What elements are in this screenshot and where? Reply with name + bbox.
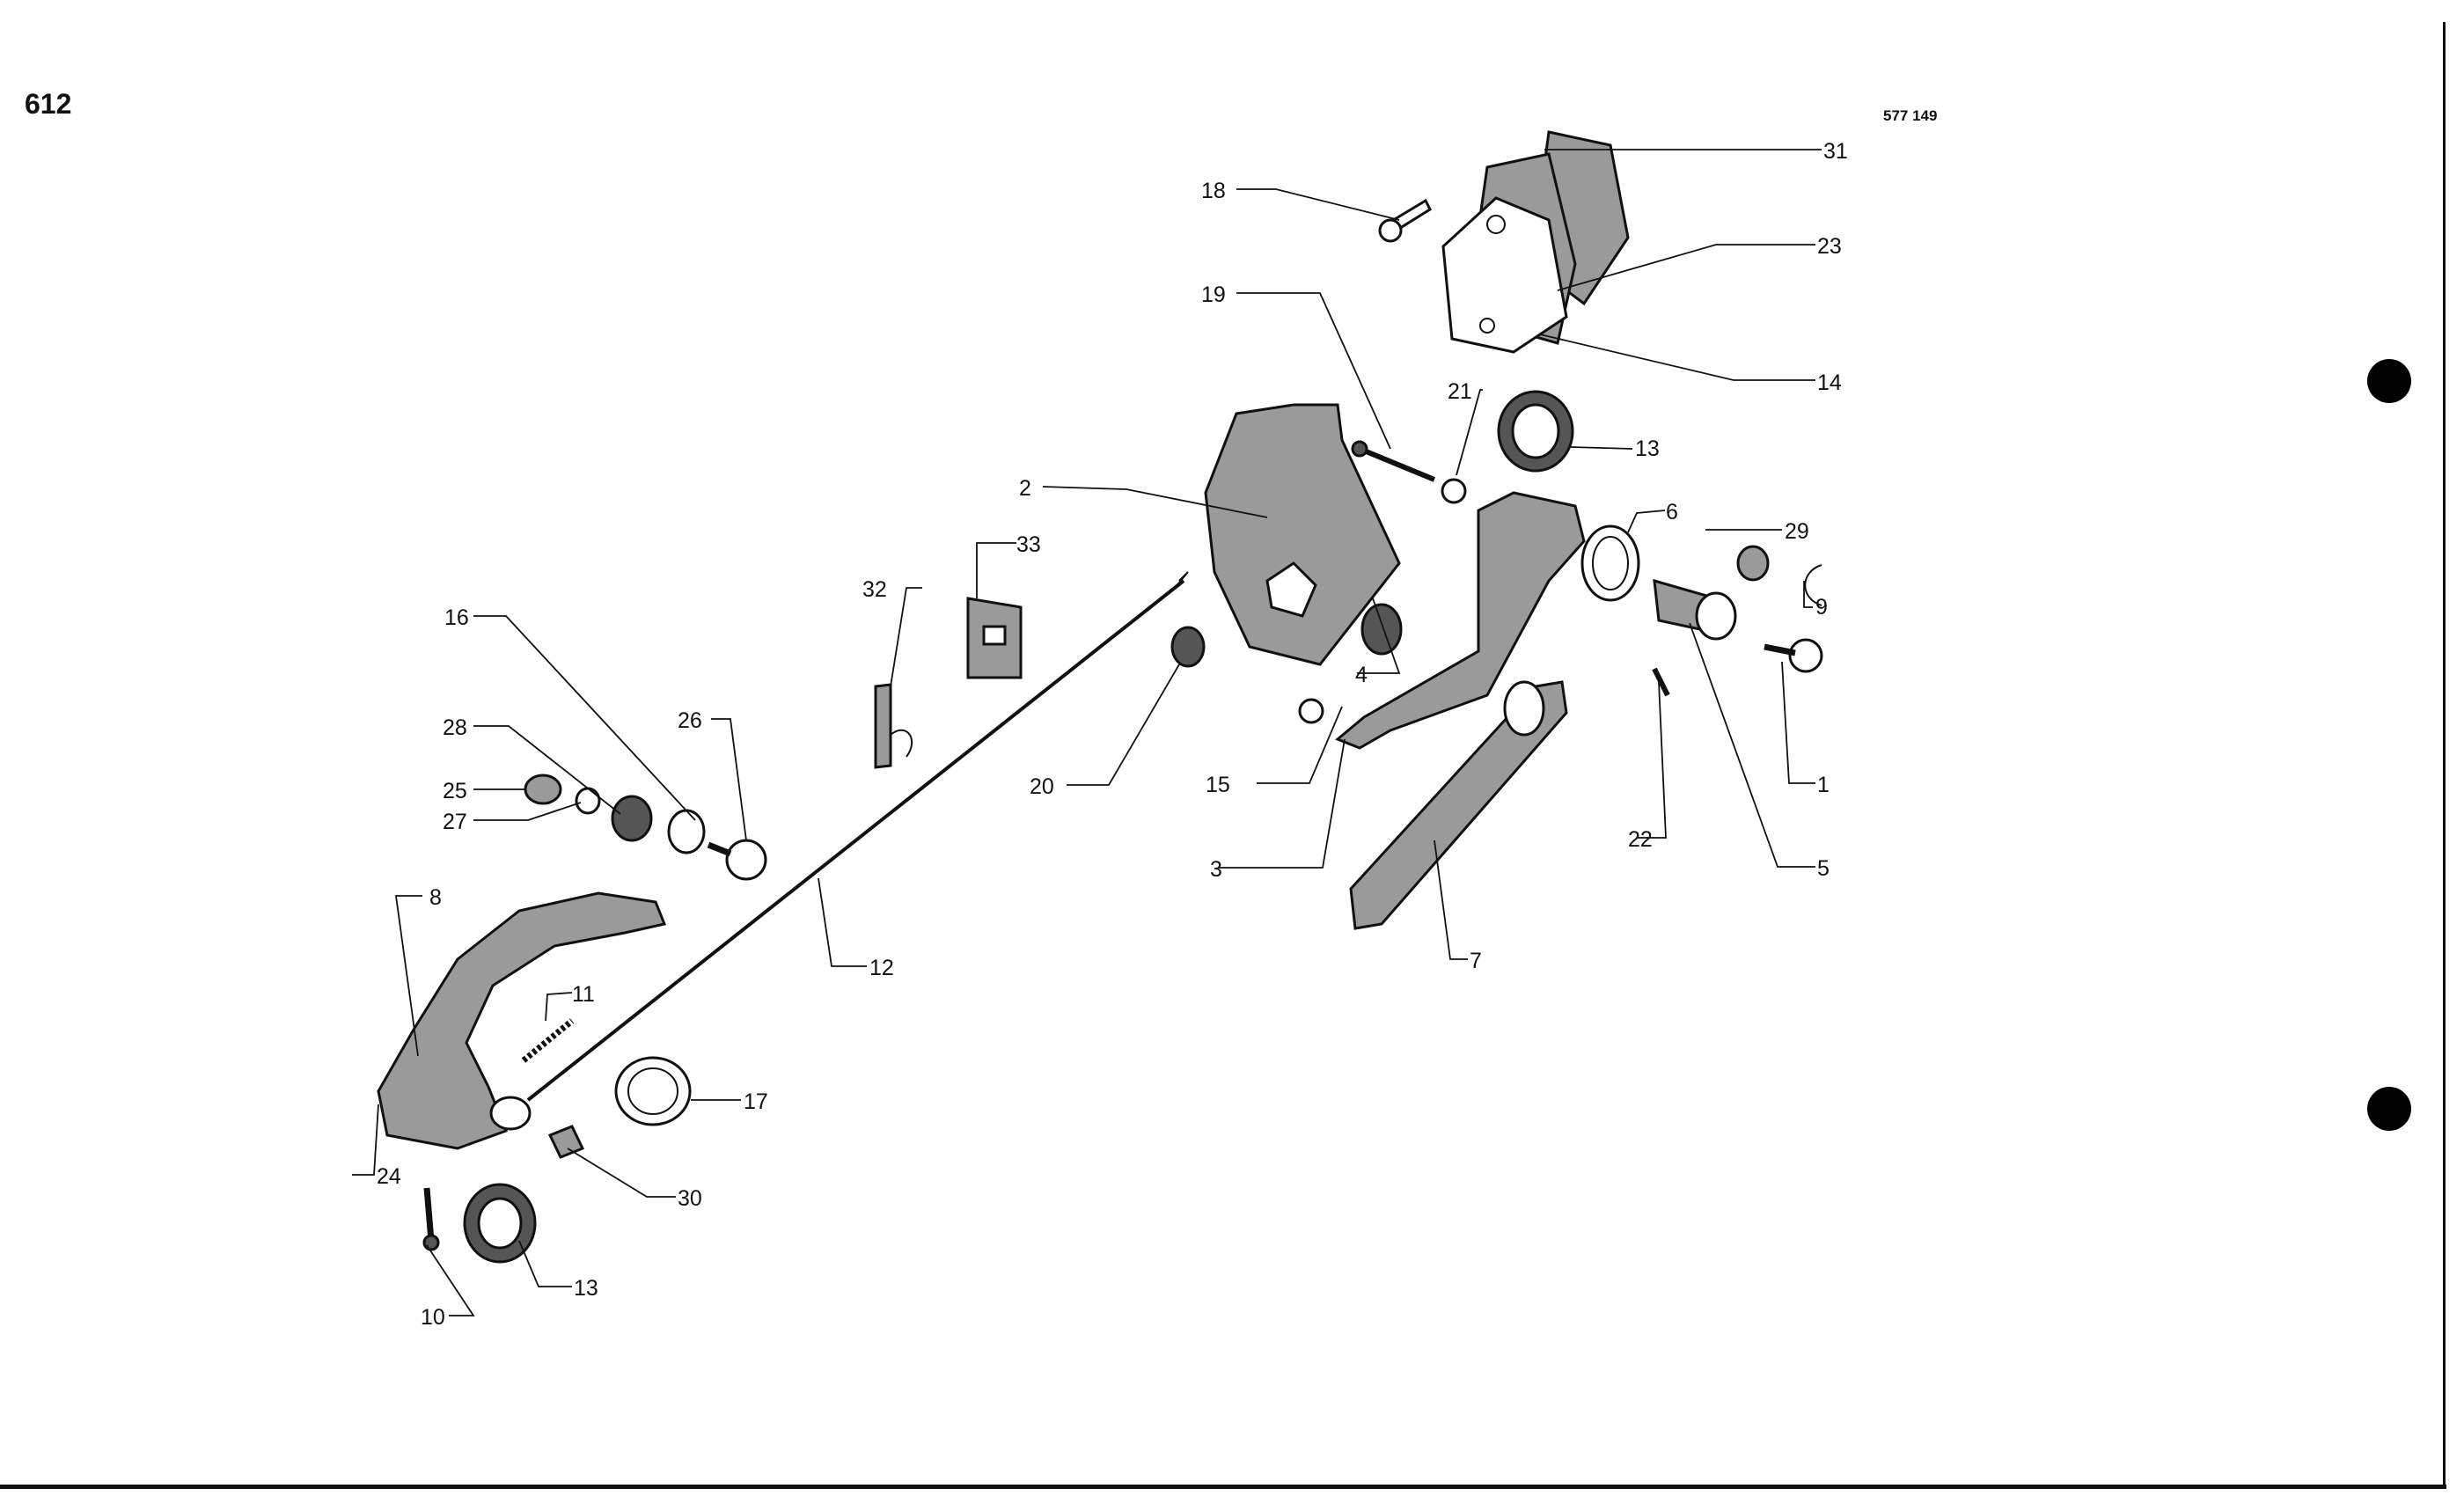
callout-21: 21 [1448,379,1472,404]
part-11-spring [521,1018,575,1063]
callout-11: 11 [572,982,595,1007]
part-32-hook-curve [890,729,913,758]
part-19-bolt [1358,446,1436,482]
callout-13-lower: 13 [574,1276,598,1301]
callout-20: 20 [1030,774,1054,799]
part-7-plate-hole [1503,680,1545,737]
callout-3: 3 [1210,857,1222,882]
callout-29: 29 [1785,519,1809,544]
callout-5: 5 [1817,856,1830,881]
part-14-hole-lower [1479,318,1495,334]
callout-23: 23 [1817,234,1842,259]
callout-8: 8 [429,885,442,910]
callout-27: 27 [443,810,467,834]
page-border-right [2443,22,2446,1487]
leader-lines [352,149,1822,1316]
callout-25: 25 [443,779,467,803]
callout-10: 10 [421,1305,445,1330]
part-29-bushing [1736,545,1770,582]
page-number: 612 [25,88,72,120]
part-18-screw-head [1378,218,1403,243]
part-14-hole [1486,215,1506,234]
callout-2: 2 [1019,476,1031,501]
part-8-outer-handle [377,891,667,1150]
part-10-screw [423,1187,435,1242]
callout-22: 22 [1628,827,1653,852]
part-26-screw-shaft [707,841,732,857]
part-19-bolt-head [1351,440,1368,458]
part-2-lock-body [1204,403,1401,666]
part-5-cylinder-end [1695,591,1737,641]
callout-12: 12 [869,956,894,980]
callout-33: 33 [1016,532,1041,557]
page-border-bottom [0,1485,2446,1489]
part-28-nut [611,795,653,842]
part-2-rotor [1265,561,1317,618]
callout-24: 24 [377,1164,401,1189]
part-21-nut [1441,478,1467,504]
callout-17: 17 [744,1089,768,1114]
callout-32: 32 [862,577,887,602]
binder-punch-hole-upper [2367,359,2411,403]
part-26-screw-head [725,839,767,881]
part-14-housing [1441,196,1568,354]
callout-4: 4 [1355,663,1368,687]
part-16-washer [667,809,706,854]
callout-14: 14 [1817,370,1842,395]
part-10-screw-head [422,1234,440,1251]
callout-13-upper: 13 [1635,436,1660,461]
part-17-seal [614,1056,692,1126]
part-27-ring [575,787,601,815]
part-1-lock-cylinder [1788,638,1823,673]
part-13-seal-upper-inner [1511,403,1560,459]
callout-16: 16 [444,605,469,630]
callout-30: 30 [678,1186,702,1211]
binder-punch-hole-lower [2367,1087,2411,1131]
callout-labels: 31 23 14 18 19 21 13 2 6 29 9 4 15 3 1 2… [377,139,1848,1330]
part-33-slot [982,625,1007,646]
part-12-rod-bend [1174,571,1189,589]
callout-18: 18 [1201,179,1226,203]
part-32-hook [874,683,892,769]
callout-26: 26 [678,708,702,733]
part-13-seal-lower-inner [477,1197,523,1250]
part-3-inner-handle [1335,491,1586,750]
part-24-spindle [489,1096,532,1131]
callout-19: 19 [1201,282,1226,307]
part-4-spring [1360,603,1403,656]
callout-7: 7 [1470,949,1482,973]
part-22-pin [1652,667,1670,697]
callout-31: 31 [1823,139,1848,164]
callout-15: 15 [1206,773,1230,797]
part-drawings [377,130,1823,1264]
callout-9: 9 [1815,595,1828,620]
callout-28: 28 [443,715,467,740]
part-25-washer [524,774,562,805]
part-1-shaft [1764,643,1796,656]
part-6-spring [1580,524,1640,602]
part-15-washer [1298,698,1324,724]
drawing-reference-code: 577 149 [1883,107,1938,124]
part-20-spring [1170,626,1206,668]
callout-6: 6 [1666,500,1678,524]
part-12-rod [526,579,1185,1102]
part-9-clip [1804,564,1822,606]
callout-1: 1 [1817,773,1830,797]
part-30-clip [547,1125,585,1159]
